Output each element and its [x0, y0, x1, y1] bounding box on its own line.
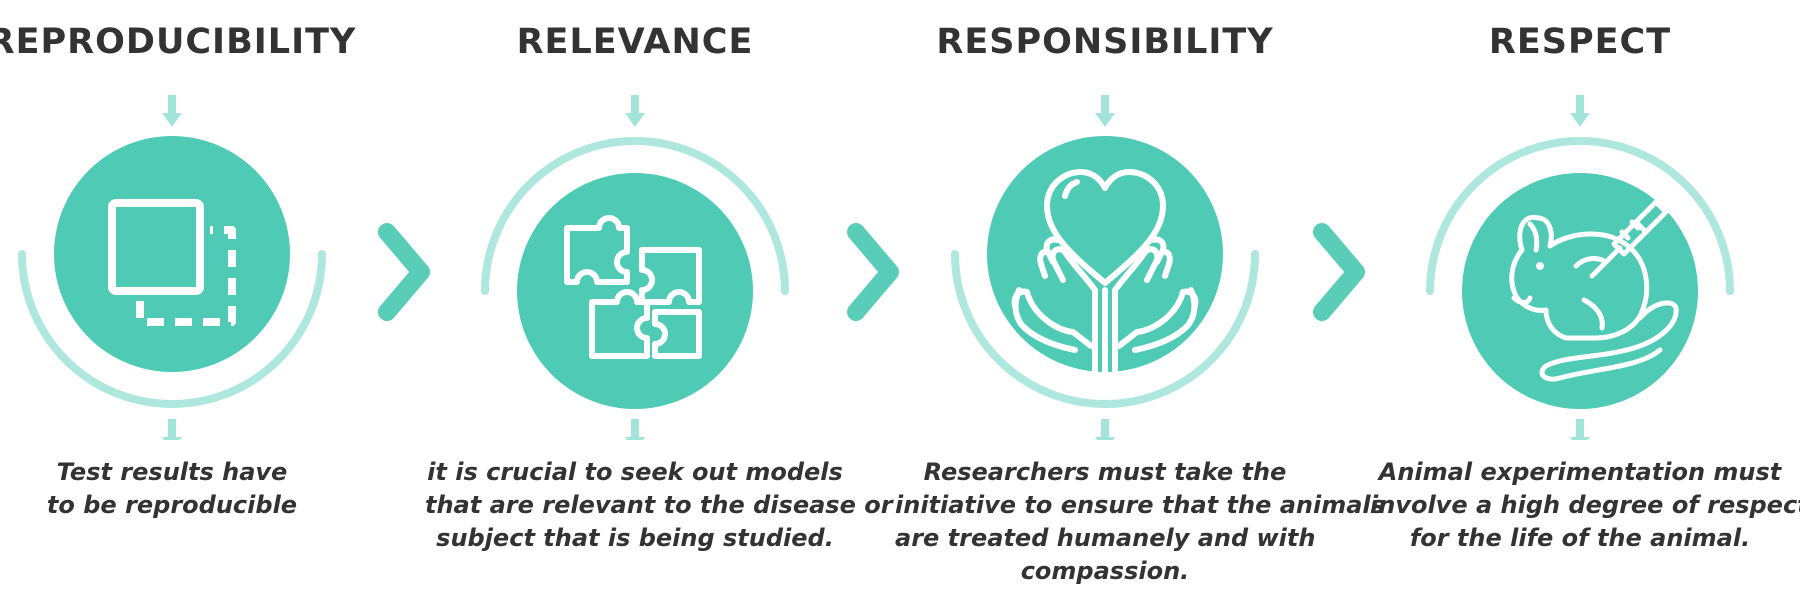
- pillar-reproducibility: REPRODUCIBILITY Test results have to be …: [0, 0, 382, 607]
- pillar-description: Animal experimentation must involve a hi…: [1370, 456, 1800, 555]
- pillar-description: Researchers must take the initiative to …: [895, 456, 1385, 588]
- half-ring-arc: [951, 250, 1259, 408]
- down-arrow-icon: [1570, 95, 1590, 127]
- description-line: compassion.: [1020, 557, 1190, 585]
- description-line: for the life of the animal.: [1409, 524, 1751, 552]
- down-arrow-icon: [625, 419, 645, 440]
- down-arrow-icon: [1095, 419, 1115, 440]
- pillar-description: Test results have to be reproducible: [0, 456, 382, 522]
- description-line: subject that is being studied.: [436, 524, 834, 552]
- down-arrow-icon: [1095, 95, 1115, 127]
- description-line: Researchers must take the: [923, 458, 1287, 486]
- description-line: are treated humanely and with: [895, 524, 1316, 552]
- pillar-graphic: [481, 95, 789, 440]
- puzzle-pieces-icon: [564, 215, 702, 359]
- description-line: that are relevant to the disease or: [425, 491, 893, 519]
- down-arrow-icon: [625, 95, 645, 127]
- pillar-title: RELEVANCE: [516, 22, 754, 62]
- down-arrow-icon: [162, 419, 182, 440]
- description-line: it is crucial to seek out models: [427, 458, 843, 486]
- chevron-right-icon: [847, 223, 899, 321]
- description-line: Test results have: [56, 458, 288, 486]
- chevron-right-icon: [1313, 223, 1365, 321]
- half-ring-arc: [18, 250, 326, 408]
- copy-squares-icon: [108, 199, 236, 326]
- pillar-respect: RESPECT Animal experimentation must invo…: [1370, 0, 1800, 607]
- pillar-relevance: RELEVANCE it is crucial to seek out mode…: [425, 0, 893, 607]
- heart-in-hands-icon: [1011, 169, 1199, 375]
- pillar-title: REPRODUCIBILITY: [0, 22, 357, 62]
- icon-circle: [517, 173, 753, 409]
- description-line: Animal experimentation must: [1378, 458, 1782, 486]
- pillar-graphic: [1426, 95, 1734, 440]
- description-line: involve a high degree of respect: [1370, 491, 1800, 519]
- down-arrow-icon: [1570, 419, 1590, 440]
- mouse-syringe-icon: [1509, 183, 1679, 382]
- pillar-description: it is crucial to seek out models that ar…: [425, 456, 893, 555]
- description-line: initiative to ensure that the animals: [895, 491, 1385, 519]
- half-ring-arc: [481, 137, 789, 295]
- down-arrow-icon: [162, 95, 182, 127]
- chevron-right-icon: [378, 223, 430, 321]
- half-ring-arc: [1426, 137, 1734, 295]
- pillar-title: RESPECT: [1488, 22, 1672, 62]
- pillar-graphic: [18, 95, 326, 440]
- pillar-graphic: [951, 95, 1259, 440]
- icon-circle: [54, 136, 290, 372]
- pillar-responsibility: RESPONSIBILITY Researchers must take the…: [895, 0, 1385, 607]
- pillar-title: RESPONSIBILITY: [936, 22, 1274, 62]
- description-line: to be reproducible: [46, 491, 298, 519]
